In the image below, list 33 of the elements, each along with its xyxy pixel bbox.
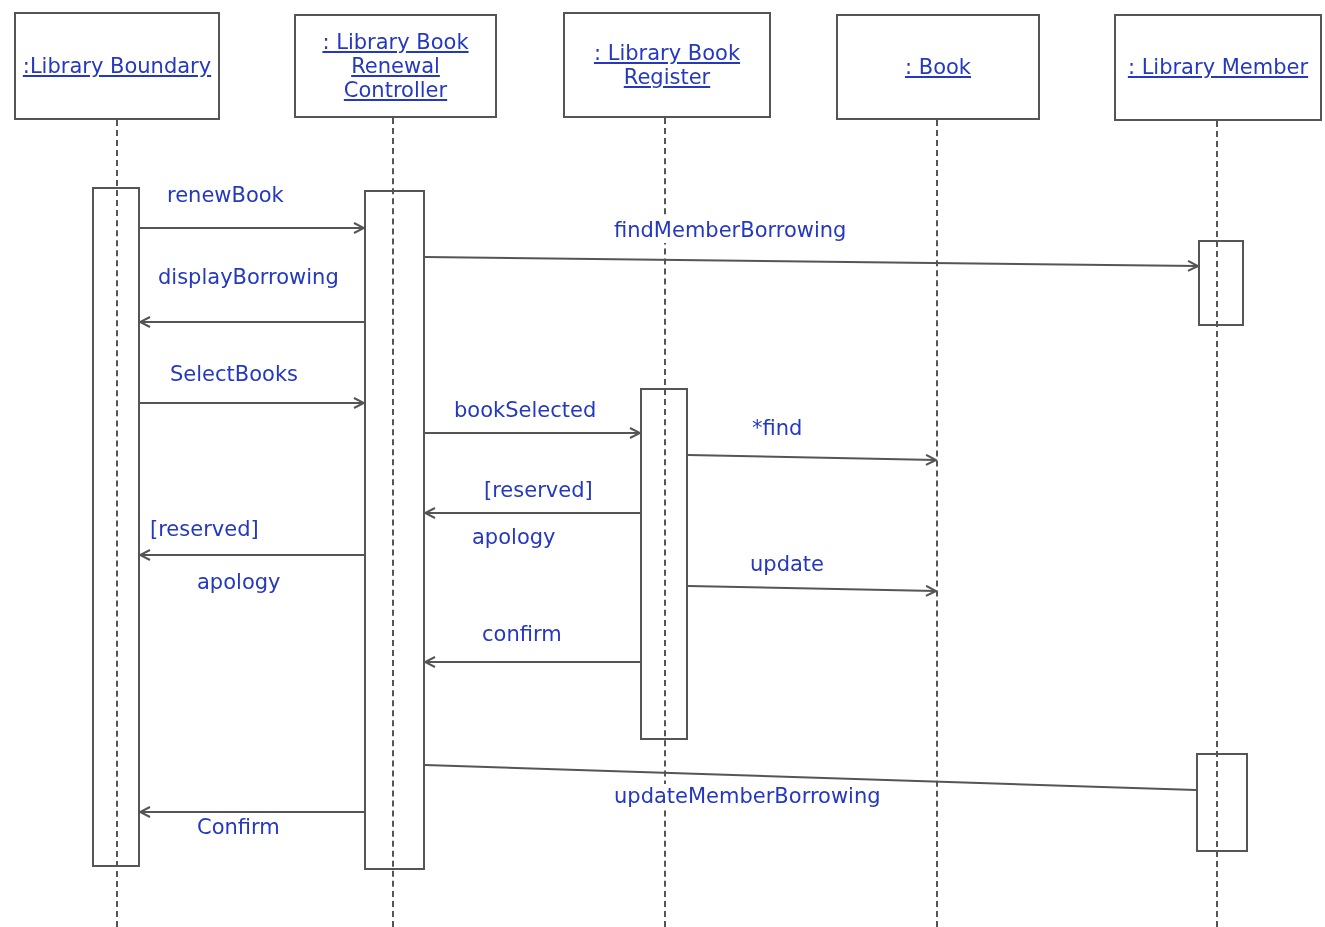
activation-bar xyxy=(92,187,140,867)
activation-bar xyxy=(640,388,688,740)
object-name: : Library Member xyxy=(1126,54,1310,82)
message-label: update xyxy=(748,552,826,578)
lifeline xyxy=(936,120,938,927)
message-arrow xyxy=(687,453,937,466)
message-arrow xyxy=(139,549,365,561)
message-label: apology xyxy=(470,525,558,551)
message-arrow xyxy=(424,427,641,439)
message-arrow xyxy=(424,507,641,519)
message-arrow xyxy=(139,316,365,328)
object-name: : Library Book Register xyxy=(592,39,742,91)
message-arrow xyxy=(139,222,365,234)
object-name: : Library Book Renewal Controller xyxy=(321,28,470,105)
lifeline xyxy=(392,118,394,927)
message-arrow xyxy=(424,256,1199,272)
activation-bar xyxy=(364,190,425,870)
object-name: :Library Boundary xyxy=(21,52,213,80)
object-box xyxy=(1114,14,1322,121)
object-box xyxy=(294,14,497,118)
object-box xyxy=(836,14,1040,120)
object-name: : Book xyxy=(904,53,972,81)
message-label: apology xyxy=(195,570,283,596)
lifeline xyxy=(1216,121,1218,927)
message-arrow xyxy=(424,656,641,668)
object-box xyxy=(563,12,771,118)
activation-bar xyxy=(1196,753,1248,852)
message-arrow xyxy=(139,397,365,409)
object-box xyxy=(14,12,220,120)
message-arrow xyxy=(139,806,365,818)
activation-bar xyxy=(1198,240,1244,326)
lifeline xyxy=(116,120,118,927)
message-arrow xyxy=(687,584,937,597)
